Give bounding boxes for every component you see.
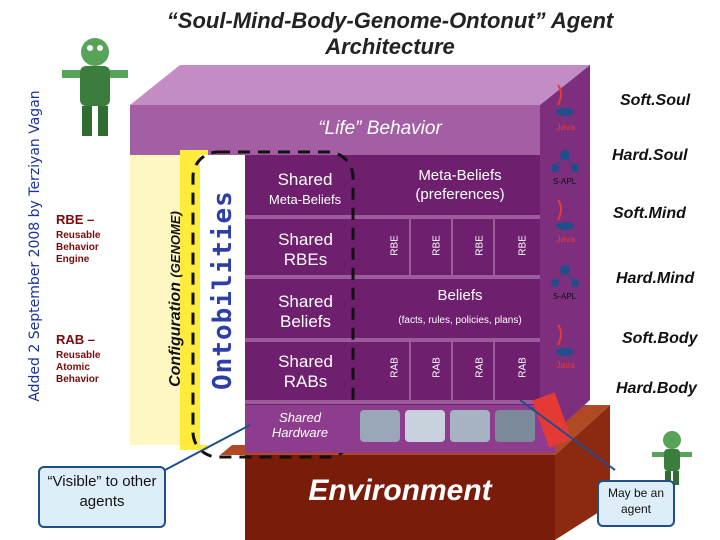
life-behavior-top — [130, 65, 590, 105]
rbe-label: RBE — [389, 235, 401, 256]
hardware-gear-icon — [360, 392, 572, 448]
ontobilities-column — [200, 155, 245, 445]
hard-soul-label: Hard.Soul — [612, 147, 688, 164]
shared-rbes: Shared RBEs — [278, 230, 333, 269]
rab-description: Reusable Atomic Behavior — [56, 350, 101, 385]
hard-body-label: Hard.Body — [616, 380, 697, 397]
rbe-label: RBE — [517, 235, 529, 256]
environment-label: Environment — [308, 474, 492, 507]
visible-callout: “Visible” to other agents — [38, 466, 166, 528]
java-label: Java — [556, 122, 576, 132]
shared-meta-word: Shared — [277, 170, 333, 189]
agent-robot-icon — [652, 431, 692, 485]
beliefs-sub: (facts, rules, policies, plans) — [398, 315, 522, 326]
divider — [245, 400, 540, 404]
rbe-label: RBE — [431, 235, 443, 256]
configuration-genome: Configuration (GENOME) — [167, 169, 185, 429]
box-side — [540, 65, 590, 445]
shared-meta-beliefs: Meta-Beliefs — [268, 192, 342, 207]
divider — [245, 338, 540, 342]
divider — [245, 275, 540, 279]
rab-label: RAB — [389, 357, 401, 378]
agent-robot-icon — [62, 38, 128, 136]
rbe-label: RBE — [474, 235, 486, 256]
rab-label: RAB — [431, 357, 443, 378]
shared-hardware: Shared Hardware — [271, 410, 329, 440]
java-cup-icon — [556, 199, 574, 230]
shared-rabs: Shared RABs — [278, 352, 333, 391]
life-behavior-front — [130, 105, 540, 155]
rab-heading: RAB – — [56, 332, 96, 347]
s-apl-label: S-APL — [553, 292, 577, 301]
beliefs-title: Beliefs — [437, 287, 483, 304]
s-apl-network-icon — [551, 150, 579, 172]
java-cup-icon — [556, 324, 574, 356]
page-title: “Soul-Mind-Body-Genome-Ontonut” Agent Ar… — [166, 8, 614, 59]
ontobilities-label: Ontobilities — [208, 190, 238, 390]
rbe-description: Reusable Behavior Engine — [56, 230, 101, 265]
shared-beliefs: Shared Beliefs — [278, 292, 333, 331]
may-be-agent-callout: May be an agent — [597, 480, 675, 527]
meta-beliefs-preferences: Meta-Beliefs (preferences) — [415, 167, 505, 203]
divider — [245, 215, 540, 219]
box-front — [245, 155, 540, 445]
life-behavior-label: “Life” Behavior — [318, 118, 442, 139]
rab-label: RAB — [517, 357, 529, 378]
soft-mind-label: Soft.Mind — [613, 205, 686, 222]
soft-soul-label: Soft.Soul — [620, 92, 691, 109]
configuration-label: Configuration — [167, 282, 184, 387]
genome-label: (GENOME) — [168, 211, 183, 278]
s-apl-label: S-APL — [553, 177, 577, 186]
java-label: Java — [556, 234, 576, 244]
java-label: Java — [556, 360, 576, 370]
rab-label: RAB — [474, 357, 486, 378]
rbe-heading: RBE – — [56, 212, 95, 227]
hard-mind-label: Hard.Mind — [616, 270, 695, 287]
soft-body-label: Soft.Body — [622, 330, 698, 347]
java-cup-icon — [556, 84, 574, 116]
s-apl-network-icon — [551, 265, 579, 287]
environment-block — [245, 455, 555, 540]
